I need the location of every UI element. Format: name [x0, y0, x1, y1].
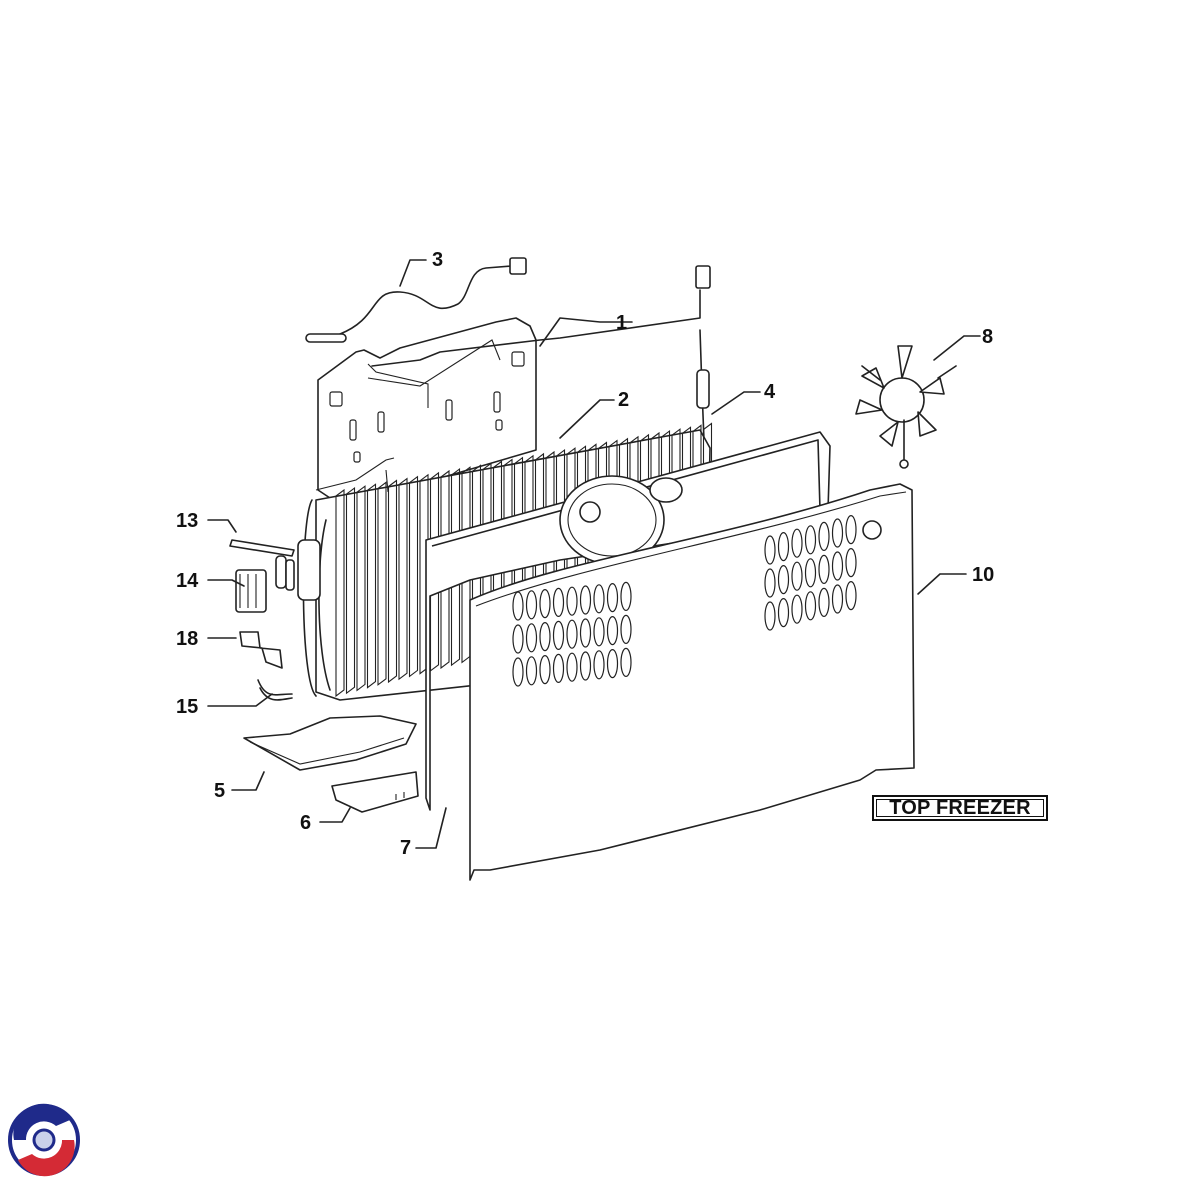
vent-slot: [579, 651, 592, 681]
vent-slot: [539, 588, 551, 619]
callout-14: 14: [176, 570, 199, 592]
callout-6: 6: [300, 812, 311, 834]
vent-slot: [606, 582, 619, 613]
vent-slot: [620, 581, 632, 612]
vent-slot: [593, 584, 605, 614]
vent-slot: [777, 531, 790, 562]
callout-7: 7: [400, 837, 411, 859]
evaporator-fin: [377, 481, 387, 686]
vent-slot: [845, 580, 857, 611]
vent-slot: [804, 525, 817, 555]
vent-slot: [552, 620, 565, 651]
vent-slot: [764, 568, 776, 598]
fan-assembly: [855, 345, 957, 469]
callout-13: 13: [176, 510, 198, 532]
evaporator-fin: [366, 483, 377, 689]
fan-shroud: [425, 431, 831, 811]
vent-slot: [845, 547, 857, 578]
small-parts: [229, 539, 295, 701]
vent-slot: [525, 656, 538, 686]
front-cover-panel: [469, 483, 915, 881]
logo-red-swirl: [18, 1140, 75, 1177]
vent-slot: [579, 585, 592, 615]
logo-blue-swirl: [13, 1103, 71, 1140]
vent-slot: [818, 587, 830, 618]
vent-slot: [791, 528, 803, 558]
evaporator-fin: [387, 479, 398, 684]
vent-slot: [512, 591, 524, 621]
evaporator-fin: [440, 469, 450, 670]
defrost-heater-wire: [371, 265, 711, 441]
vent-slot: [777, 597, 790, 628]
vent-slot: [764, 535, 776, 565]
callout-18: 18: [176, 628, 198, 650]
evaporator-fin: [450, 468, 461, 667]
vent-slot: [818, 554, 830, 585]
vent-slot: [512, 657, 524, 687]
callout-8: 8: [982, 326, 993, 348]
callout-5: 5: [214, 780, 225, 802]
vent-slot: [831, 518, 844, 548]
callout-labels: 1 2 3 4 5 6 7 8 10 13 14 18 15: [176, 249, 994, 859]
vent-slot: [818, 521, 830, 552]
vent-slot: [539, 621, 551, 652]
vent-slot: [593, 617, 605, 647]
vent-slot: [525, 623, 538, 653]
vent-slot: [539, 654, 551, 685]
vent-slot: [606, 648, 619, 679]
callout-1: 1: [616, 312, 627, 334]
vent-slot: [804, 591, 817, 621]
logo-center: [32, 1128, 56, 1152]
callout-3: 3: [432, 249, 443, 271]
back-mounting-plate: [317, 317, 537, 499]
drain-trough: [243, 715, 417, 771]
vent-slot: [566, 652, 578, 682]
vent-slot: [512, 624, 524, 654]
vent-slot: [764, 601, 776, 631]
vent-slot: [845, 514, 857, 545]
callout-10: 10: [972, 564, 994, 586]
vent-slot: [620, 614, 632, 645]
temperature-sensor: [305, 257, 527, 343]
vent-slot: [606, 615, 619, 646]
vent-slot: [552, 587, 565, 618]
model-type-tag: TOP FREEZER: [872, 795, 1048, 821]
vent-slot: [593, 650, 605, 680]
vent-slot: [579, 618, 592, 648]
evaporator-fin: [335, 488, 345, 698]
vent-slot: [777, 564, 790, 595]
bottom-bracket: [331, 771, 419, 813]
vent-slot: [791, 594, 803, 624]
vent-slot: [566, 619, 578, 649]
evaporator-fin: [398, 477, 408, 681]
vent-slot: [566, 586, 578, 616]
brand-logo: [8, 1103, 80, 1177]
evaporator-fin: [408, 475, 419, 678]
vent-slot: [525, 590, 538, 620]
vent-slot: [804, 558, 817, 588]
vent-slot: [831, 551, 844, 581]
vent-slot: [620, 647, 632, 678]
leader-lines: [207, 259, 981, 849]
vent-slot: [791, 561, 803, 591]
evaporator-fin: [356, 485, 366, 692]
vent-slot: [831, 584, 844, 614]
callout-15: 15: [176, 696, 198, 718]
evaporator-fin: [345, 487, 356, 695]
callout-4: 4: [764, 381, 776, 403]
callout-2: 2: [618, 389, 629, 411]
vent-slot: [552, 653, 565, 684]
